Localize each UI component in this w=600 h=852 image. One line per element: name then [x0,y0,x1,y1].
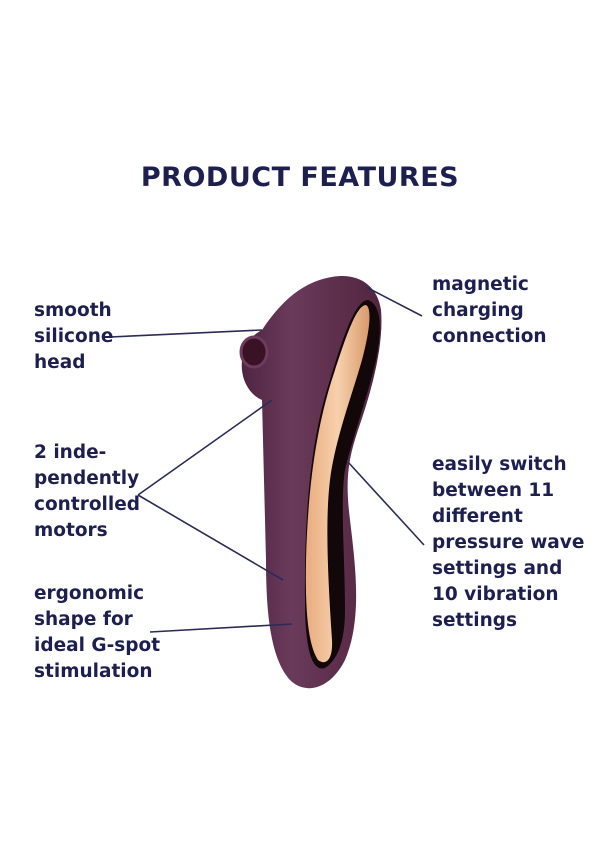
gold-accent-strip [305,305,370,663]
feature-label-ergonomic-shape: ergonomic shape for ideal G-spot stimula… [34,583,161,682]
callout-lines [109,286,425,633]
suction-opening [239,335,269,369]
feature-label-magnetic-charging: magnetic charging connection [432,274,547,347]
callout-line-charging [365,286,423,317]
callout-line-motor-2 [137,494,284,581]
feature-label-silicone-head: smooth silicone head [34,300,114,373]
page-title: PRODUCT FEATURES [140,162,460,193]
feature-label-motors: 2 inde- pendently controlled motors [34,442,140,541]
feature-label-settings: easily switch between 11 different press… [432,454,585,631]
callout-line-settings [347,461,425,546]
callout-line-shape [149,623,293,633]
callout-line-head [109,329,263,338]
callout-line-motor-1 [137,399,273,496]
